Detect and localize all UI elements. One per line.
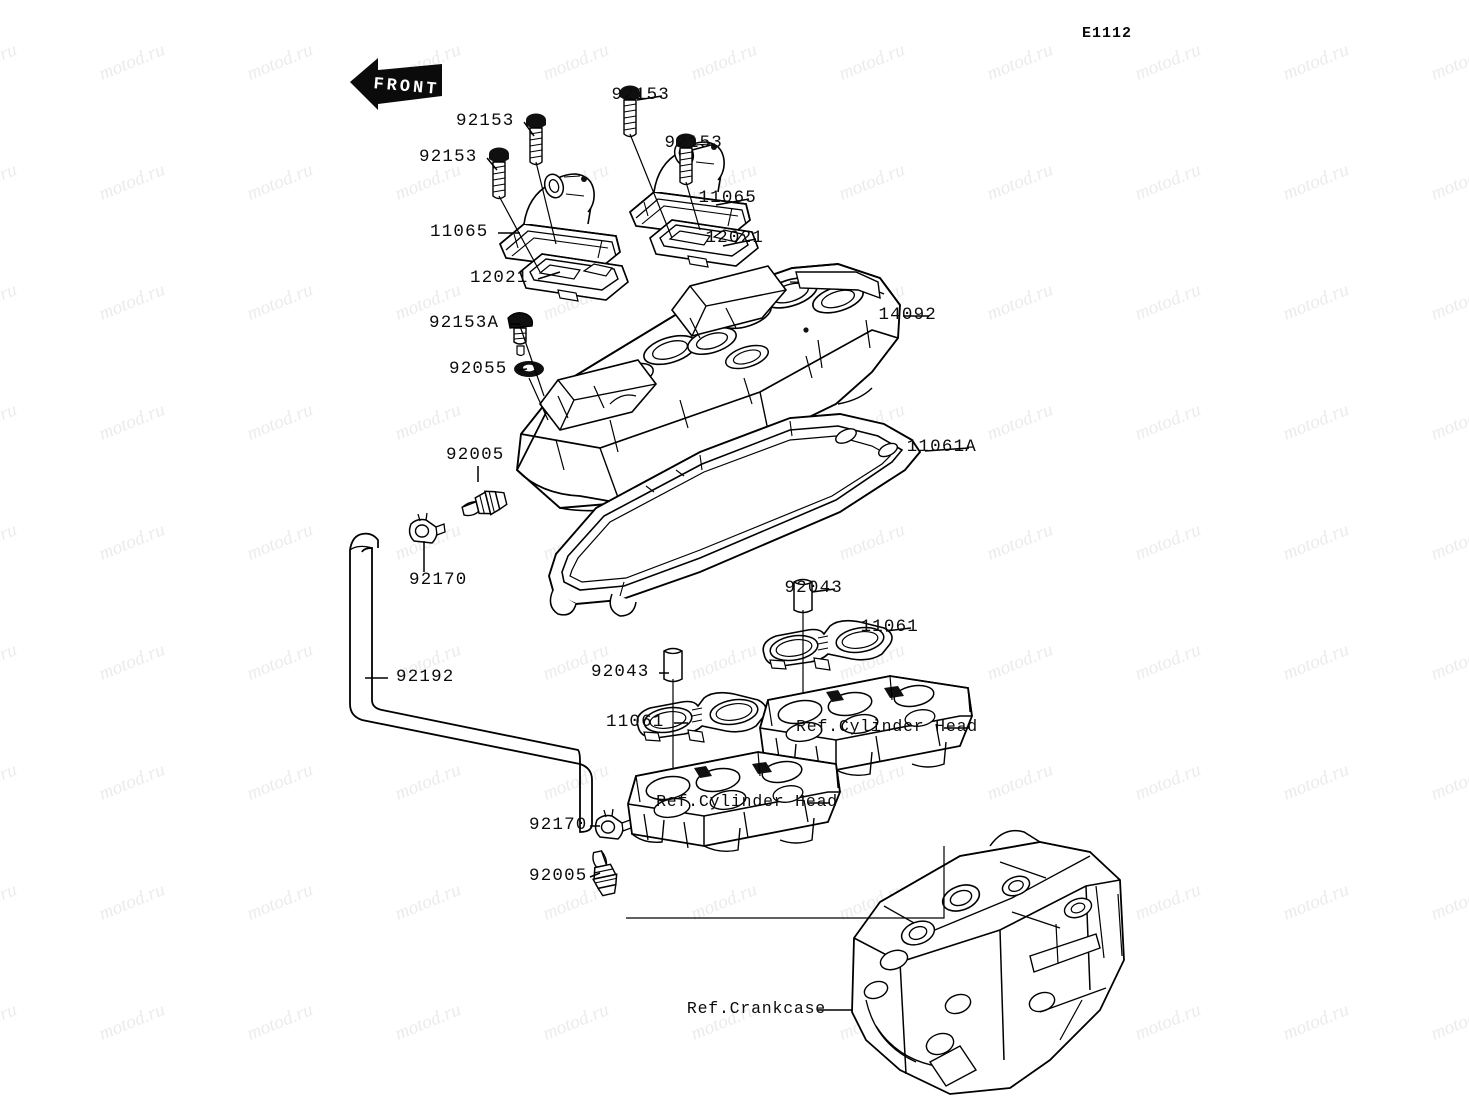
callout-label-11061a: 11061A [906,437,977,457]
leader-line [636,95,663,101]
bolt-assembly-leader [498,133,701,273]
callout-label-92043: 92043 [591,662,650,682]
part-14092-cylinder-head-cover [516,263,901,512]
callout-label-92153: 92153 [456,111,515,131]
leader-line [885,627,912,632]
part-11061A-head-cover-gasket [548,413,922,617]
callout-label-12021: 12021 [705,228,764,248]
callout-label-92005: 92005 [446,445,505,465]
sheet-code: E1112 [1082,25,1133,42]
callout-leader-lines [365,95,970,1011]
callout-label-14092: 14092 [878,305,937,325]
leader-line [691,143,716,151]
leader-line [924,447,970,452]
leader-line [811,588,836,593]
callout-label-ref-crankcase: Ref.Crankcase [686,999,826,1018]
leader-line [589,872,601,878]
callout-label-11061: 11061 [606,712,665,732]
callout-label-92153: 92153 [611,85,670,105]
callout-label-92170: 92170 [409,570,468,590]
callout-label-12021: 12021 [470,268,529,288]
leader-line [715,198,750,206]
callout-label-11065: 11065 [430,222,489,242]
callout-label-92192: 92192 [396,667,455,687]
front-orientation-marker: FRONT [350,58,442,110]
callout-label-92043: 92043 [784,578,843,598]
callout-label-92153: 92153 [664,133,723,153]
part-92192-breather-tube [349,532,593,833]
callout-label-ref-cylinder-head: Ref.Cylinder Head [796,717,978,736]
leader-line [523,121,535,137]
reference-frame [626,846,945,919]
ref-crankcase [851,829,1125,1095]
callout-label-ref-cylinder-head: Ref.Cylinder Head [656,792,838,811]
callout-label-92170: 92170 [529,815,588,835]
leader-line [722,238,757,247]
leader-line [516,368,528,371]
bolt-oring-leader [519,325,549,421]
dowel-assembly-axis [672,610,804,770]
callout-label-92153: 92153 [419,147,478,167]
callout-label-92005: 92005 [529,866,588,886]
callout-label-92153a: 92153A [429,313,500,333]
callout-label-11061: 11061 [860,617,919,637]
leader-line [486,157,498,171]
leader-line [537,271,561,280]
callout-label-92055: 92055 [449,359,508,379]
callout-label-11065: 11065 [698,188,757,208]
